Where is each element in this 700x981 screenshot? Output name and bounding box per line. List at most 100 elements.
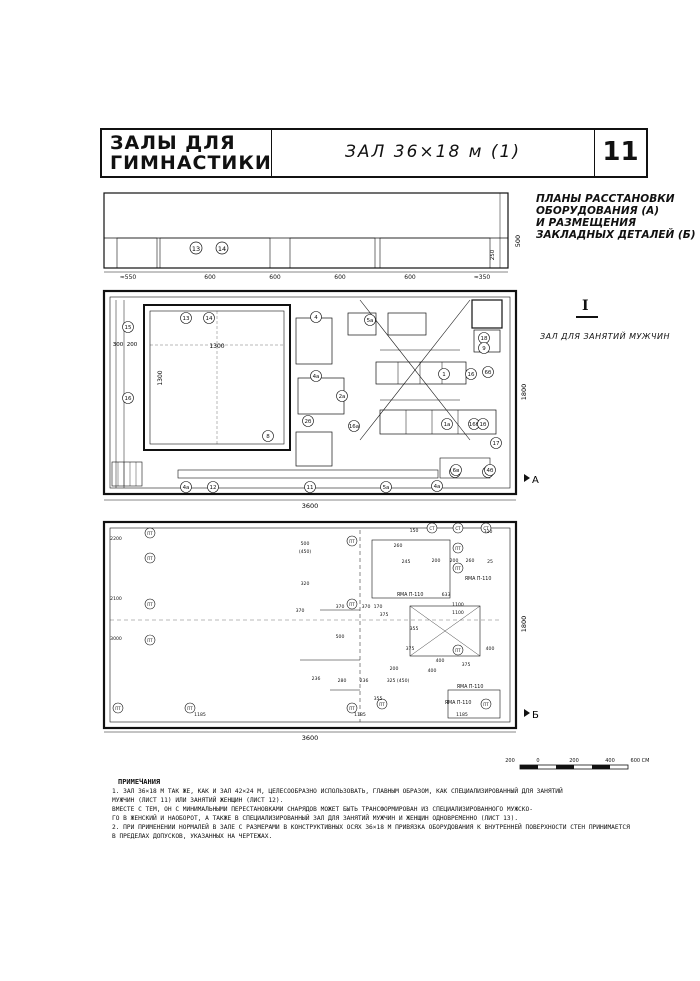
plan-a-callout [304, 481, 316, 493]
plan-b-mark-text: ПТ [147, 602, 153, 607]
elevation-outline [103, 192, 509, 269]
elevation-small-dim: 250 [490, 249, 496, 260]
plan-b-mark-text: ПТ [187, 706, 193, 711]
section-title-box: ЗАЛЫ ДЛЯ ГИМНАСТИКИ [100, 128, 272, 178]
scale-bar [519, 764, 629, 770]
plan-b-dim: 1100 [452, 610, 464, 616]
elevation-callout-14-text: 14 [218, 245, 226, 253]
plan-b-mark-text: ПТ [455, 648, 461, 653]
plan-b-arrow [524, 709, 530, 717]
plan-b-dim: 375 [380, 612, 389, 618]
plan-a-label: А [532, 475, 539, 486]
plan-a-width-dim: 3600 [302, 502, 319, 510]
plan-b-dim: 2100 [110, 596, 122, 602]
plan-b-dim: 25 [487, 559, 493, 565]
side-title-line1: ПЛАНЫ РАССТАНОВКИ [536, 193, 675, 205]
elevation-equipment [379, 237, 491, 269]
plan-a-callout-text: 5а [367, 318, 374, 324]
plan-b-label: Б [532, 710, 539, 721]
note-line: ГО В ЖЕНСКИЙ И НАОБОРОТ, А ТАКЖЕ В СПЕЦИ… [112, 815, 519, 822]
side-title-line4: ЗАКЛАДНЫХ ДЕТАЛЕЙ (Б) [536, 229, 696, 241]
plan-b-outer-wall [102, 520, 518, 730]
note-line: 2. ПРИ ПРИМЕНЕНИИ НОРМАЛЕЙ В ЗАЛЕ С РАЗМ… [112, 824, 630, 831]
plan-b-dim: 260 [394, 543, 403, 549]
elevation-dim: 600 [334, 274, 346, 281]
plan-b-label-text: ЯМА П-110 [397, 592, 424, 598]
scale-tick: 400 [605, 758, 615, 764]
plan-b-dim: 375 [462, 662, 471, 668]
plan-b-dim: 1100 [452, 602, 464, 608]
plan-b-dim: 1185 [194, 712, 206, 718]
plan-b-mark [452, 644, 464, 656]
plan-a-callout [336, 390, 348, 402]
plan-b-mark-text: СТ [483, 526, 489, 531]
plan-b-mark-text: ПТ [455, 546, 461, 551]
plan-a-callout [438, 368, 450, 380]
plan-b-dim: 370 [362, 604, 371, 610]
plan-b-mark [144, 598, 156, 610]
plan-b-mark-text: ПТ [115, 706, 121, 711]
hall-marker: I [582, 298, 589, 314]
parallel-bars-block [375, 361, 467, 385]
plan-b-dim: 400 [436, 658, 445, 664]
plan-b-mark-text: ПТ [147, 638, 153, 643]
plan-a-callout [364, 314, 376, 326]
plan-b-dim: 200 [432, 558, 441, 564]
plan-b-mark [452, 562, 464, 574]
plan-b-dim: 170 [374, 604, 383, 610]
scale-tick: 0 [536, 758, 539, 764]
plan-b-mark [144, 634, 156, 646]
plan-a-callout-text: 9 [482, 346, 486, 352]
elevation-wall-bars [159, 237, 271, 269]
plan-a-callout-text: 16 [125, 396, 132, 402]
plan-b-dim: 2200 [110, 536, 122, 542]
plan-a-callout [441, 418, 453, 430]
bars-zone [409, 605, 481, 657]
plan-a-callout [348, 420, 360, 432]
plan-b-dim: 400 [486, 646, 495, 652]
plan-a-callout [207, 481, 219, 493]
plan-b-dim: 370 [296, 608, 305, 614]
plan-b-mark [346, 702, 358, 714]
plan-a-callout-text: 4а [183, 485, 190, 491]
elevation-bench [116, 237, 158, 269]
bench-block [111, 461, 143, 487]
plan-a-callout-text: 4б [487, 468, 494, 474]
scale-tick: 200 [505, 758, 515, 764]
plan-b-dim: 320 [484, 529, 493, 535]
plan-b-dim: 355 [410, 626, 419, 632]
plan-b-mark [112, 702, 124, 714]
left-dim-300: 300 [113, 342, 124, 348]
notes-heading: ПРИМЕЧАНИЯ [118, 778, 161, 786]
plan-a-callout [431, 480, 443, 492]
plan-b-label-text: ЯМА П-110 [457, 684, 484, 690]
plan-b-mark [426, 522, 438, 534]
plan-a-callout [482, 366, 494, 378]
plan-a-callout-text: 16б [469, 422, 480, 428]
rings-block [295, 317, 333, 365]
plan-b-width-dim: 3600 [302, 734, 319, 742]
plan-a-arrow [524, 474, 530, 482]
elevation-dim: 600 [204, 274, 216, 281]
pit-block [471, 299, 503, 329]
plan-b-mark-text: СТ [429, 526, 435, 531]
plan-a-callout-text: 4 [314, 315, 318, 321]
plan-a-callout-text: 4а [313, 374, 320, 380]
plan-b-dim: 500 [336, 634, 345, 640]
notes: ПРИМЕЧАНИЯ 1. ЗАЛ 36×18 М ТАК ЖЕ, КАК И … [112, 778, 652, 841]
plan-b-dim: 200 [450, 558, 459, 564]
plan-b-mark-text: ПТ [455, 566, 461, 571]
sheet-title: ЗАЛ 36×18 м (1) [345, 142, 521, 162]
mat-block-2 [439, 457, 491, 479]
plan-a-callout [180, 481, 192, 493]
plan-a-callout-text: 17 [493, 441, 500, 447]
plan-a-callout-text: 16 [468, 372, 475, 378]
plan-a-callout [310, 311, 322, 323]
horse-block [347, 312, 377, 336]
plan-a-callout [310, 370, 322, 382]
plan-a-callout-text: 5а [383, 485, 390, 491]
plan-a [102, 289, 518, 496]
